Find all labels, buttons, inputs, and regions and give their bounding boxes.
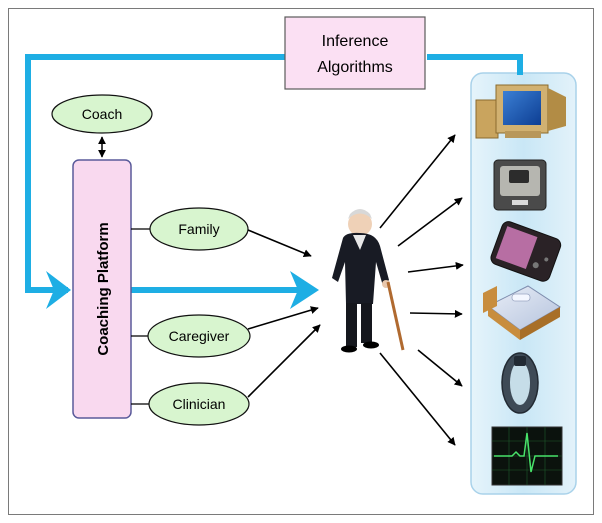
coaching-platform-label: Coaching Platform — [95, 222, 112, 355]
caregiver-node — [147, 314, 251, 358]
user-to-phone-arrow — [407, 261, 464, 273]
feedback-line-left — [25, 54, 285, 293]
user-to-bed-arrow — [409, 309, 463, 318]
coaching-platform-box — [72, 159, 132, 419]
inference-subtitle: Algorithms — [317, 59, 393, 76]
user-to-camera-arrow — [397, 197, 463, 247]
user-arrowhead-icon — [290, 271, 319, 309]
family-node — [149, 207, 249, 251]
coach-node — [51, 94, 153, 134]
feedback-line-right — [427, 54, 523, 75]
user-to-ecg-arrow — [379, 352, 456, 446]
ecg-monitor-icon — [491, 426, 563, 486]
family-to-user-arrow — [247, 229, 312, 257]
clinician-node — [148, 382, 250, 426]
clinician-label: Clinician — [173, 396, 226, 412]
inference-box — [284, 16, 426, 90]
diagram-frame — [8, 8, 594, 515]
clinician-to-user-arrow — [247, 324, 321, 398]
user-to-computer-arrow — [379, 134, 456, 229]
caregiver-label: Caregiver — [169, 328, 230, 344]
user-to-band-arrow — [417, 349, 463, 387]
fitness-band-icon — [501, 352, 539, 414]
desktop-computer-icon — [475, 84, 566, 139]
camera-sensor-icon — [493, 159, 547, 211]
feedback-loop — [25, 54, 523, 293]
caregiver-to-user-arrow — [247, 306, 319, 330]
coach-label: Coach — [82, 106, 122, 122]
mobile-phone-icon — [490, 221, 562, 282]
smart-bed-icon — [483, 285, 561, 340]
inference-title: Inference — [322, 33, 389, 50]
loop-arrowhead-icon — [46, 271, 71, 309]
elderly-user-figure — [332, 209, 405, 353]
family-label: Family — [178, 221, 219, 237]
